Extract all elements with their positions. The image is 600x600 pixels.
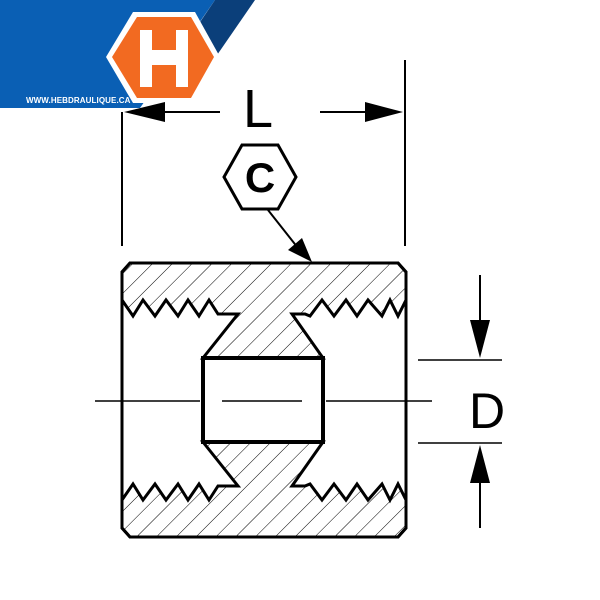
- hex-label: C: [245, 154, 275, 201]
- diameter-dimension: [418, 275, 502, 528]
- hex-callout: C: [222, 143, 312, 262]
- length-dimension: [121, 60, 406, 246]
- bottom-hatched-wall: [120, 440, 408, 539]
- brand-logo: [0, 0, 255, 108]
- coupling-section: [95, 261, 432, 539]
- hex-icon: [222, 143, 298, 211]
- length-label: L: [243, 79, 273, 139]
- arrow-icon: [288, 238, 312, 262]
- top-hatched-wall: [120, 261, 408, 360]
- center-bore: [201, 356, 325, 444]
- logo-h-letter: [140, 30, 188, 87]
- diameter-label: D: [469, 383, 505, 439]
- logo-url: WWW.HEBDRAULIQUE.CA: [26, 96, 131, 105]
